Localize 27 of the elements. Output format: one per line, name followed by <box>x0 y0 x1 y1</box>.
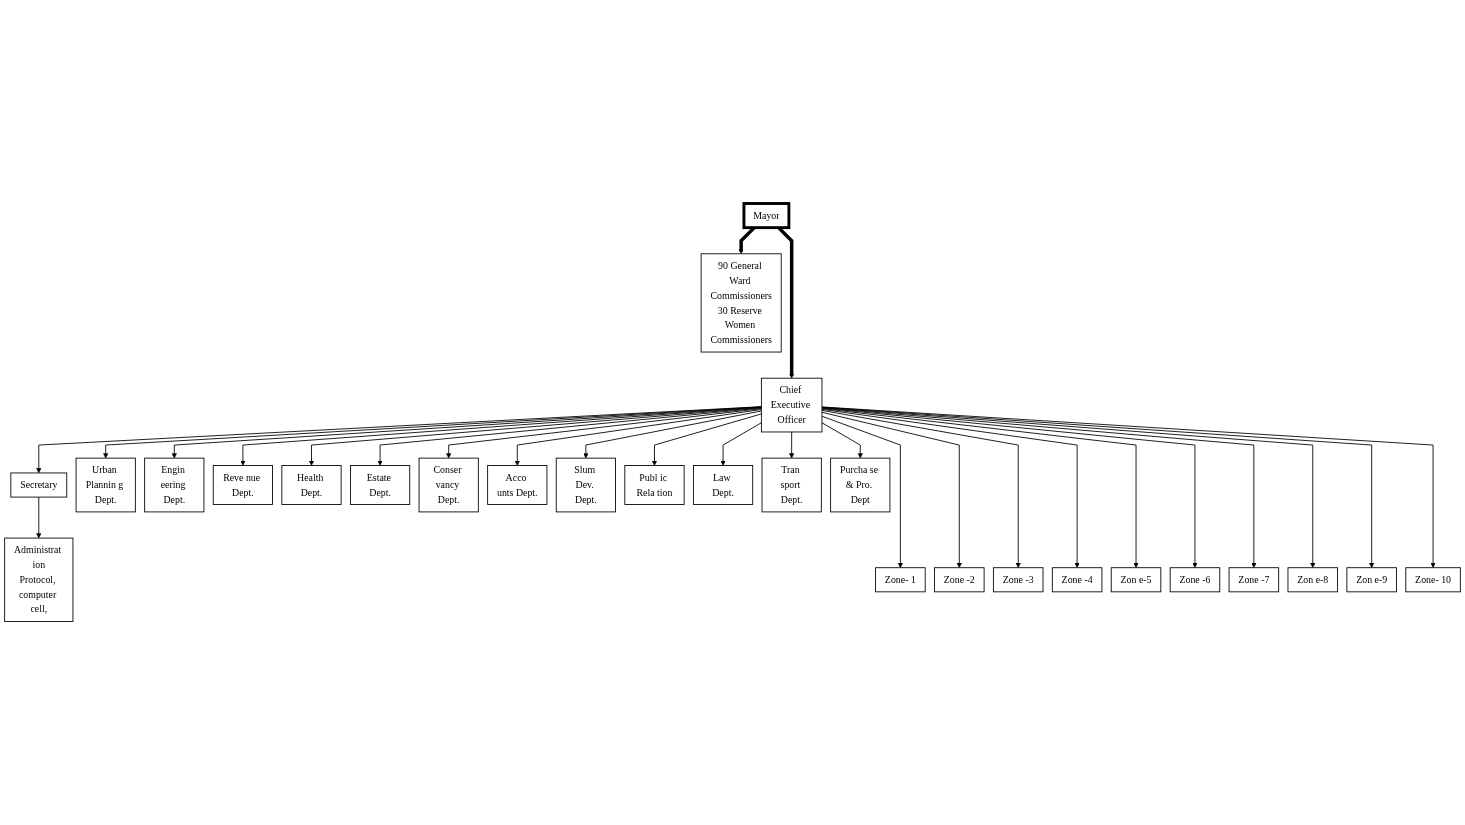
node-box: Administrat ion Protocol, computer cell, <box>4 537 74 622</box>
node-box: Zone -7 <box>1228 567 1280 593</box>
node-box: Publ ic Rela tion <box>624 465 685 505</box>
node-box: Zon e-9 <box>1346 567 1397 593</box>
node-box: Zon e-8 <box>1287 567 1338 593</box>
node-box: Reve nue Dept. <box>212 465 273 505</box>
node-box: Engin eering Dept. <box>144 457 205 513</box>
node-box: 90 General Ward Commissioners 30 Reserve Women Commissioners <box>700 253 782 353</box>
node-box: Acco unts Dept. <box>487 465 548 505</box>
node-box: Zone -3 <box>992 567 1044 593</box>
node-box: Zone -2 <box>934 567 985 593</box>
node-box: Urban Plannin g Dept. <box>75 457 136 513</box>
node-box: Zone- 1 <box>875 567 926 593</box>
node-box: Tran sport Dept. <box>761 457 822 513</box>
node-box: Slum Dev. Dept. <box>555 457 616 513</box>
node-box: Conser vancy Dept. <box>418 457 479 513</box>
node-box: Mayor <box>742 202 791 230</box>
node-box: Zone -6 <box>1169 567 1221 593</box>
node-box: Health Dept. <box>281 465 342 505</box>
node-box: Zone -4 <box>1051 567 1103 593</box>
node-box: Purcha se & Pro. Dept <box>830 457 891 513</box>
node-box: Law Dept. <box>693 465 754 505</box>
node-box: Secretary <box>10 472 68 498</box>
node-box: Chief Executive Officer <box>760 377 823 433</box>
node-box: Estate Dept. <box>350 465 411 505</box>
node-box: Zon e-5 <box>1110 567 1162 593</box>
node-box: Zone- 10 <box>1405 567 1461 593</box>
